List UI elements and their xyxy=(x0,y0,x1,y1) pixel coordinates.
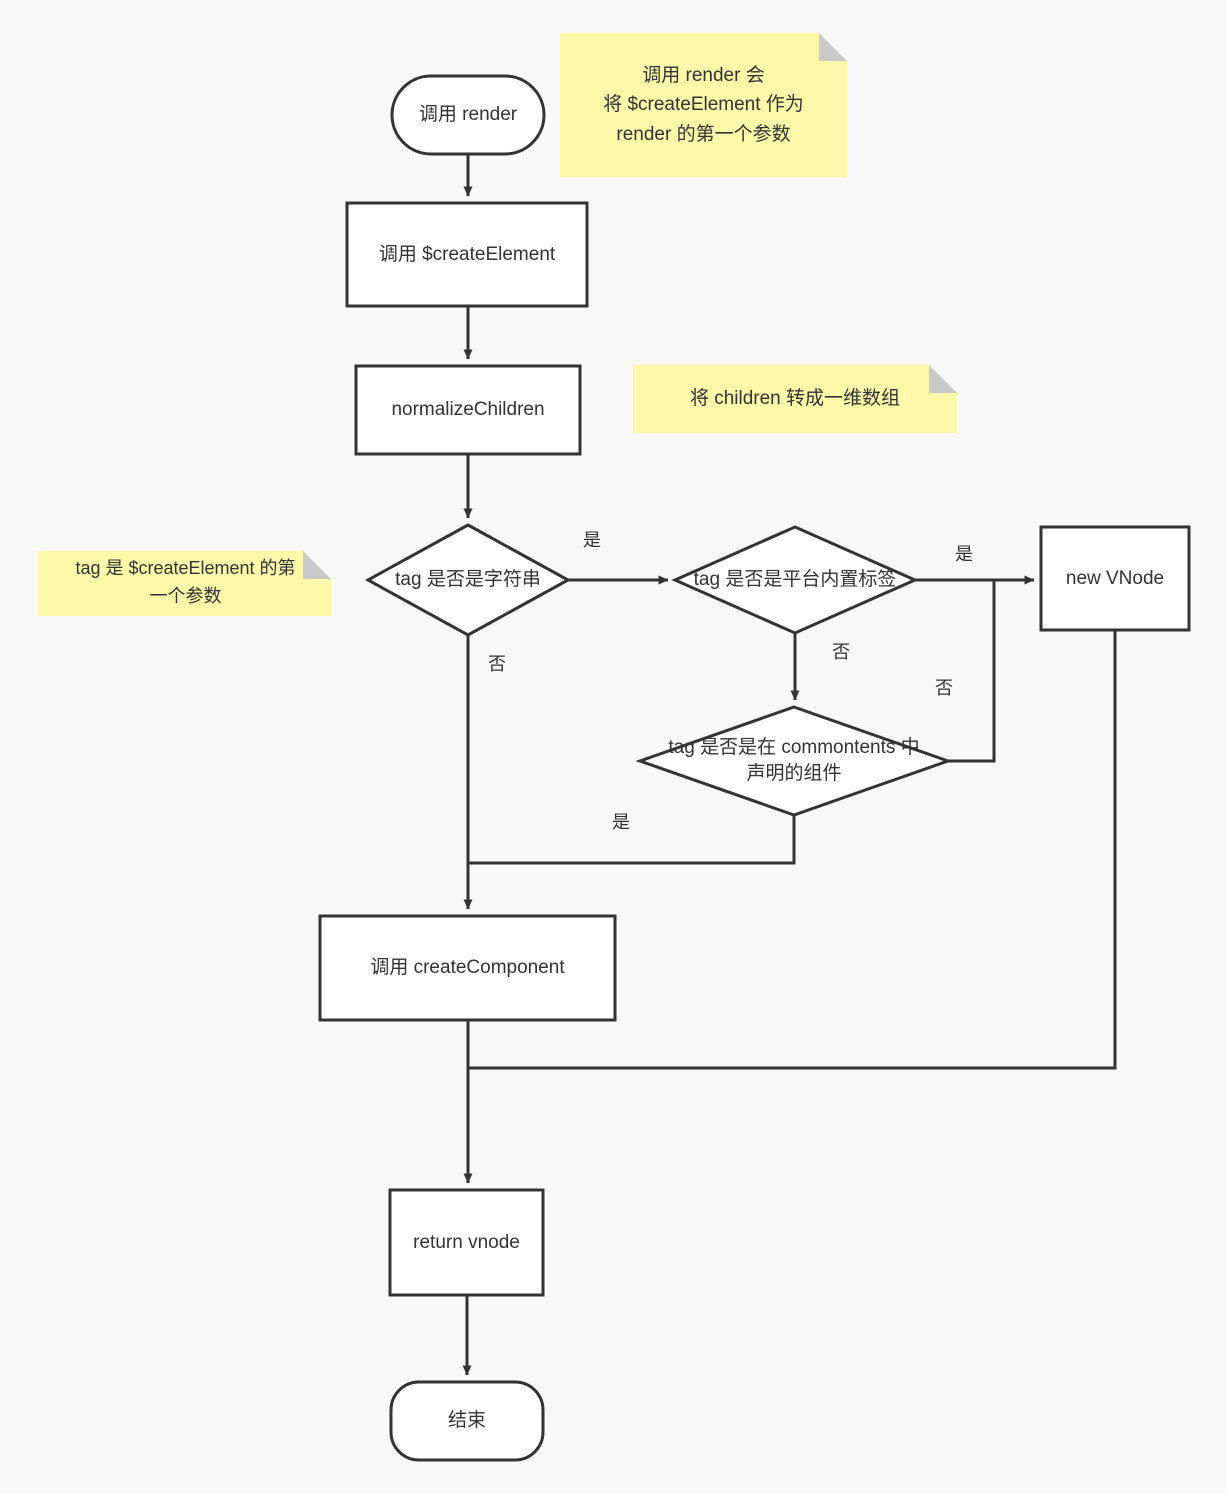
edge-new-vnode-to-return-vnode xyxy=(468,630,1117,1070)
node-create-component-shape[interactable] xyxy=(318,914,617,1022)
edge-label-string-no: 否 xyxy=(488,654,506,674)
node-return-vnode-shape[interactable] xyxy=(388,1188,545,1297)
node-is-declared-component-shape[interactable] xyxy=(635,705,953,817)
note-tag-body xyxy=(38,551,331,616)
node-normalize-children-shape[interactable] xyxy=(354,364,582,456)
edge-declared-no-to-new-vnode xyxy=(948,580,996,763)
edge-label-builtin-yes: 是 xyxy=(955,544,973,564)
node-is-string-shape[interactable] xyxy=(364,523,572,637)
node-end-shape[interactable] xyxy=(389,1380,545,1462)
node-is-builtin-tag-shape[interactable] xyxy=(671,525,919,635)
node-create-element-shape[interactable] xyxy=(345,201,589,308)
edge-label-declared-no: 否 xyxy=(935,678,953,698)
edge-label-string-yes: 是 xyxy=(583,530,601,550)
note-render-body xyxy=(560,33,847,177)
note-normalize-fold-icon xyxy=(929,365,957,393)
note-tag-fold-icon xyxy=(303,551,331,579)
edge-label-builtin-no: 否 xyxy=(832,642,850,662)
note-render-fold-icon xyxy=(819,33,847,61)
node-new-vnode-shape[interactable] xyxy=(1039,525,1191,632)
edge-label-declared-yes: 是 xyxy=(612,812,630,832)
edge-declared-yes-to-create-component xyxy=(468,815,796,865)
node-start-shape[interactable] xyxy=(390,74,546,156)
note-normalize-body xyxy=(633,365,957,433)
